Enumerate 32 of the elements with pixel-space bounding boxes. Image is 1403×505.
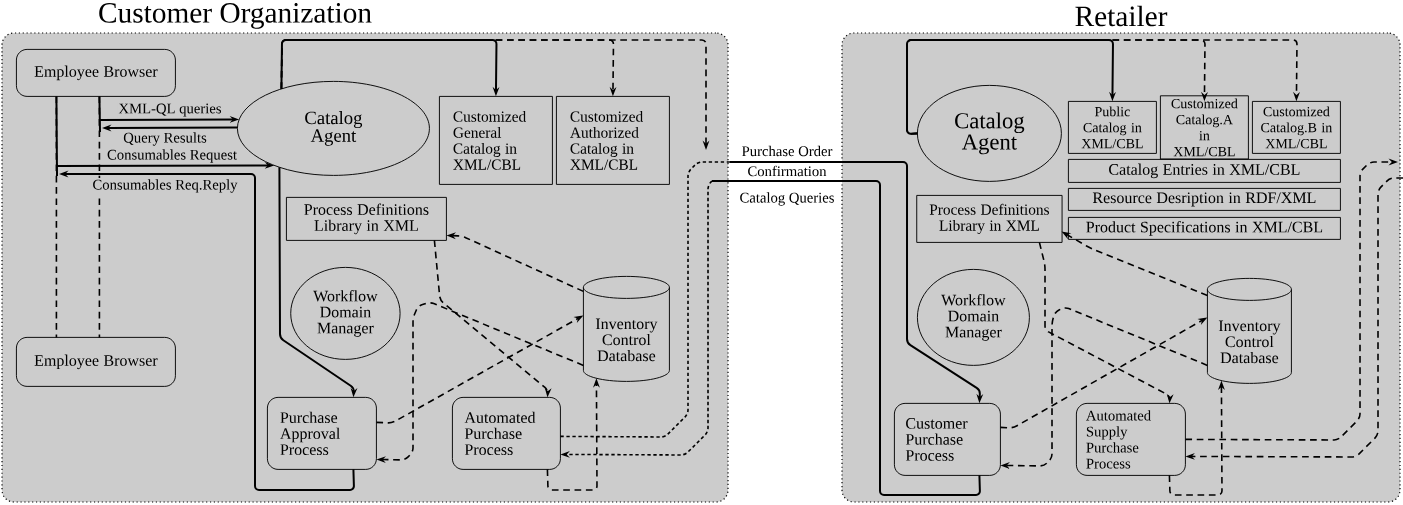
arrow (906, 39, 1116, 135)
arrow (98, 95, 101, 339)
document-box: Customized Catalog.B in XML/CBL (1251, 100, 1341, 154)
edge-label: Confirmation (746, 164, 828, 178)
process-box: Employee Browser (15, 48, 176, 97)
node-label: Inventory Control Database (595, 318, 658, 362)
document-box: Public Catalog in XML/CBL (1067, 100, 1157, 154)
process-box: Automated Purchase Process (451, 396, 561, 470)
group-heading: Retailer (1075, 5, 1168, 27)
document-box: Process Definitions Library in XML (916, 194, 1063, 243)
flow-label: Catalog Queries (740, 192, 834, 206)
database-cylinder: Inventory Control Database (582, 275, 670, 382)
process-box: Purchase Approval Process (266, 396, 377, 470)
node-label: Inventory Control Database (1218, 320, 1281, 364)
document-box: Customized Catalog.A in XML/CBL (1159, 95, 1249, 160)
arrow (906, 39, 1300, 135)
group-heading: Customer Organization (99, 3, 372, 29)
document-box: Process Definitions Library in XML (285, 196, 447, 241)
edge-label: Consumables Request (105, 148, 239, 164)
document-box: Catalog Entries in XML/CBL (1067, 158, 1341, 183)
arrow (559, 161, 984, 438)
document-box: Customized Authorized Catalog in XML/CBL (555, 95, 670, 185)
document-box: Product Specifications in XML/CBL (1067, 216, 1341, 240)
arrow (55, 95, 58, 339)
document-box: Resource Desription in RDF/XML (1067, 187, 1341, 211)
process-box: Employee Browser (15, 336, 176, 387)
document-box: Customized General Catalog in XML/CBL (438, 95, 553, 185)
process-box: Customer Purchase Process (893, 402, 1001, 476)
process-box: Automated Supply Purchase Process (1075, 402, 1186, 476)
database-cylinder: Inventory Control Database (1206, 277, 1292, 384)
edge-label: XML-QL queries (117, 102, 223, 118)
edge-label: Purchase Order (740, 144, 834, 158)
